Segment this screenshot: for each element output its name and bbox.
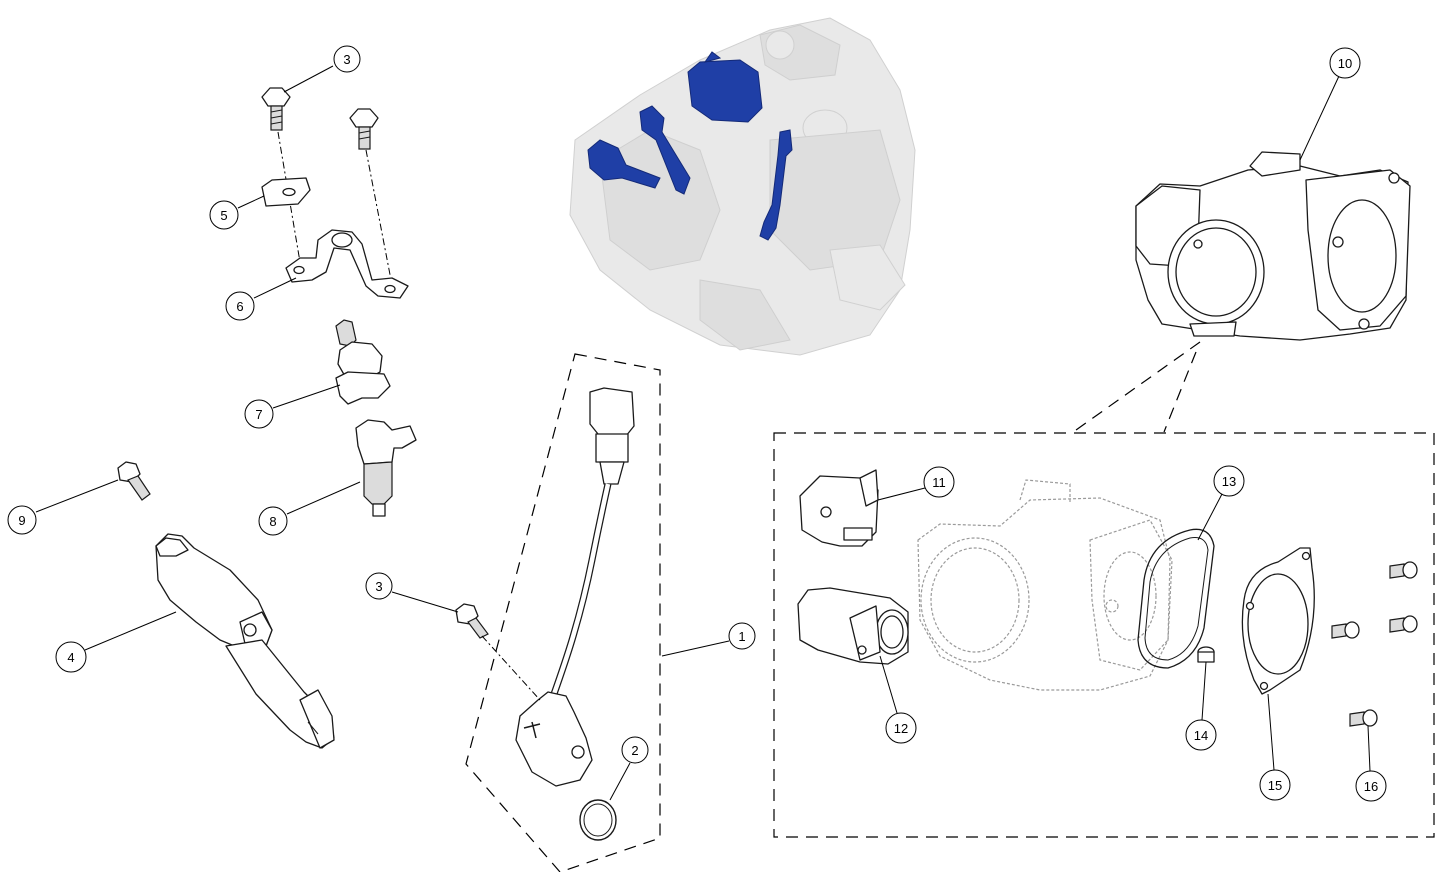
screw-c: [1389, 615, 1418, 633]
callout-6: 6: [225, 291, 255, 321]
callout-16: 16: [1355, 770, 1387, 802]
svg-text:1: 1: [738, 629, 745, 644]
screw-b: [1331, 621, 1360, 639]
svg-text:2: 2: [631, 743, 638, 758]
svg-text:13: 13: [1222, 474, 1236, 489]
throttle-detail-outline: [773, 432, 1435, 838]
callout-13: 13: [1213, 465, 1245, 497]
svg-text:7: 7: [255, 407, 262, 422]
throttle-position-sensor: [799, 469, 879, 547]
sensor-kit-outline: [465, 353, 661, 872]
callout-4: 4: [55, 641, 87, 673]
callout-9: 9: [7, 505, 37, 535]
bolt-left: [117, 461, 151, 501]
left-parts-group: [117, 87, 417, 749]
idle-air-actuator: [797, 587, 909, 665]
o-ring: [579, 799, 617, 841]
cover-plate: [1241, 547, 1315, 695]
callout-15: 15: [1259, 769, 1291, 801]
leader-lines: [35, 65, 1371, 801]
svg-text:8: 8: [269, 514, 276, 529]
throttle-body-highlight: [687, 59, 763, 123]
detail-link-lines: [1075, 341, 1201, 433]
svg-text:11: 11: [932, 475, 946, 490]
callout-3-top: 3: [333, 45, 361, 73]
pressure-sensor: [335, 319, 391, 405]
throttle-body-assembled: [1135, 151, 1411, 341]
ignition-coil: [155, 533, 335, 749]
coil-highlight: [587, 139, 661, 189]
bolt-top-middle: [349, 108, 379, 150]
sensor-assembly-group: [455, 353, 661, 872]
screw-a: [1389, 561, 1418, 579]
svg-text:14: 14: [1194, 728, 1208, 743]
callout-10: 10: [1329, 47, 1361, 79]
sensor-highlight: [759, 129, 793, 241]
engine-overview-illustration: [569, 17, 916, 356]
callout-3-middle: 3: [365, 572, 393, 600]
sensor-bolt: [455, 603, 489, 639]
svg-text:16: 16: [1364, 779, 1378, 794]
svg-text:15: 15: [1268, 778, 1282, 793]
callout-12: 12: [885, 712, 917, 744]
svg-text:12: 12: [894, 721, 908, 736]
callout-5: 5: [209, 200, 239, 230]
svg-text:5: 5: [220, 208, 227, 223]
svg-text:3: 3: [375, 579, 382, 594]
callout-7: 7: [244, 399, 274, 429]
callout-2: 2: [621, 736, 649, 764]
locating-pin: [1197, 646, 1215, 663]
svg-text:4: 4: [67, 650, 74, 665]
fuel-injector: [355, 419, 417, 517]
svg-text:6: 6: [236, 299, 243, 314]
screw-d: [1349, 709, 1378, 727]
throttle-body-detail-group: [773, 432, 1435, 838]
svg-text:10: 10: [1338, 56, 1352, 71]
callout-11: 11: [923, 466, 955, 498]
svg-text:3: 3: [343, 52, 350, 67]
callout-14: 14: [1185, 719, 1217, 751]
throttle-body-ghost: [917, 479, 1173, 691]
callout-8: 8: [258, 506, 288, 536]
callout-1: 1: [728, 622, 756, 650]
svg-text:9: 9: [18, 513, 25, 528]
injector-highlight: [639, 105, 691, 195]
mounting-bracket: [285, 229, 409, 299]
throttle-gasket: [1137, 528, 1215, 669]
bolt-top-left: [261, 87, 291, 131]
